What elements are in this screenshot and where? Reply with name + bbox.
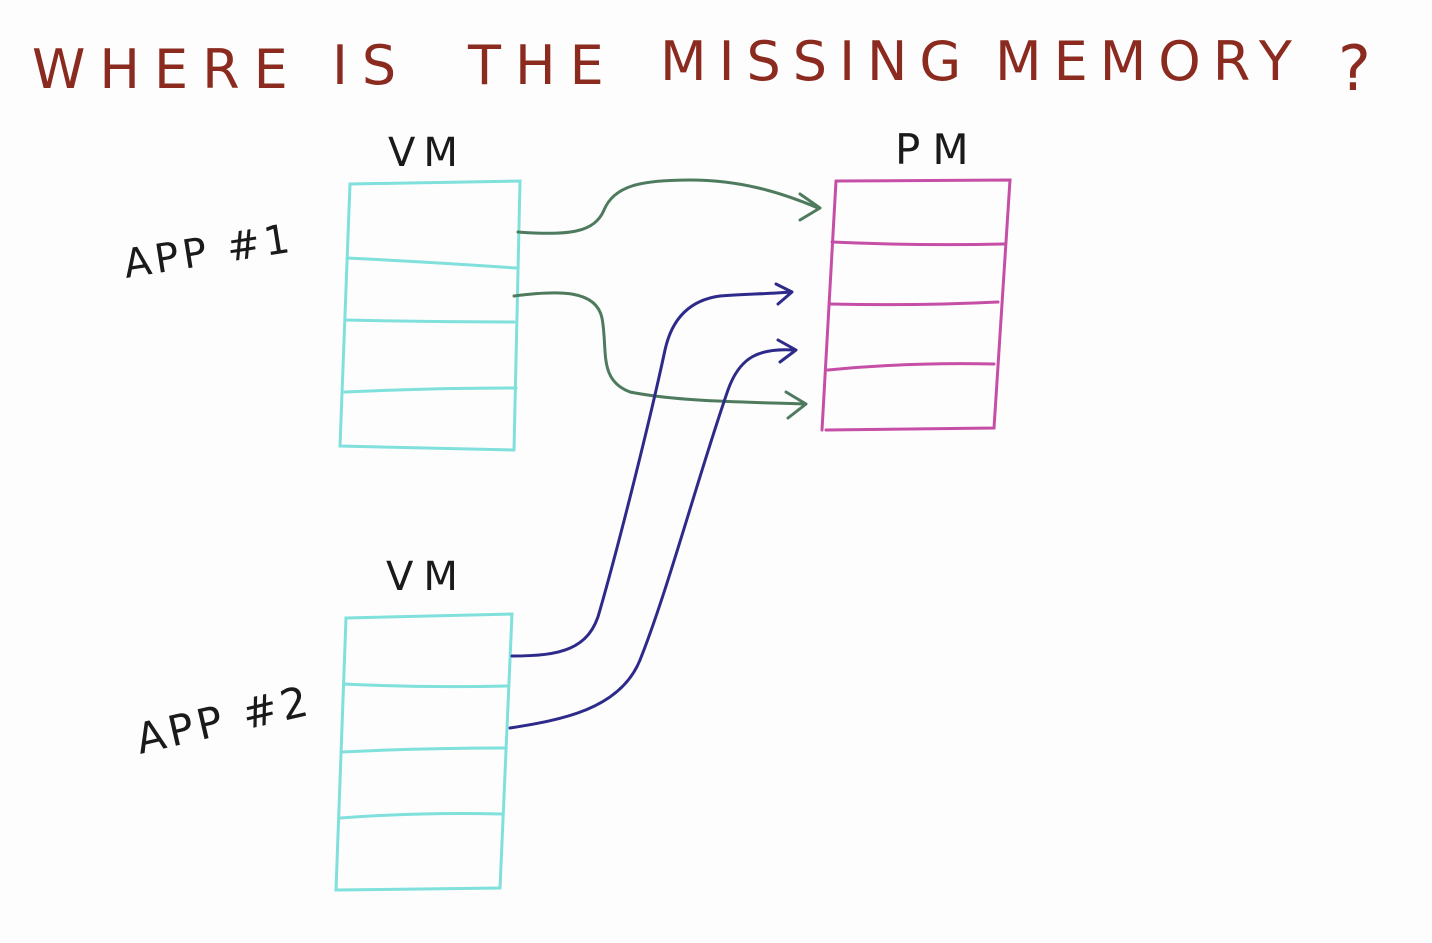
vm1-row-divider <box>343 386 518 394</box>
vm1-memory-block <box>338 179 522 452</box>
vm1-row-divider <box>343 318 516 324</box>
arrowhead-icon <box>798 192 822 222</box>
vm2-row-divider <box>340 746 508 754</box>
pm-row-divider <box>828 300 1000 307</box>
app2-label: APP #2 <box>131 676 316 764</box>
app1-arrow-to-pm-row1 <box>516 178 820 235</box>
vm2-row-divider <box>338 812 504 820</box>
title-missing: MISSING <box>660 30 973 93</box>
app1-arrow-to-pm-row4 <box>512 291 806 406</box>
app1-mappings <box>512 178 822 420</box>
vm2-memory-block <box>334 612 514 892</box>
arrowhead-icon <box>776 338 798 364</box>
arrowhead-icon <box>774 282 794 306</box>
title-the: THE <box>467 34 618 97</box>
title-memory: MEMORY <box>995 30 1304 93</box>
pm-outline <box>824 178 1012 432</box>
vm1-outline <box>338 179 522 452</box>
vm2-row-divider <box>342 682 510 689</box>
app1-label: APP #1 <box>120 216 296 288</box>
vm1-label: VM <box>388 130 466 176</box>
pm-memory-block <box>820 178 1012 432</box>
vm2-label: VM <box>386 554 468 600</box>
title-where: WHERE <box>32 38 302 101</box>
vm1-row-divider <box>345 256 518 270</box>
title-is: IS <box>332 34 410 97</box>
pm-row-divider <box>826 362 996 372</box>
pm-label: PM <box>895 125 981 174</box>
pm-left-edge <box>820 179 838 432</box>
title-question-mark: ? <box>1338 32 1371 105</box>
vm2-outline <box>334 612 514 892</box>
app2-arrow-to-pm-row2 <box>510 290 792 658</box>
pm-row-divider <box>830 240 1006 247</box>
app2-arrow-to-pm-row3 <box>508 348 796 730</box>
app2-mappings <box>508 282 798 730</box>
arrowhead-icon <box>784 390 808 420</box>
